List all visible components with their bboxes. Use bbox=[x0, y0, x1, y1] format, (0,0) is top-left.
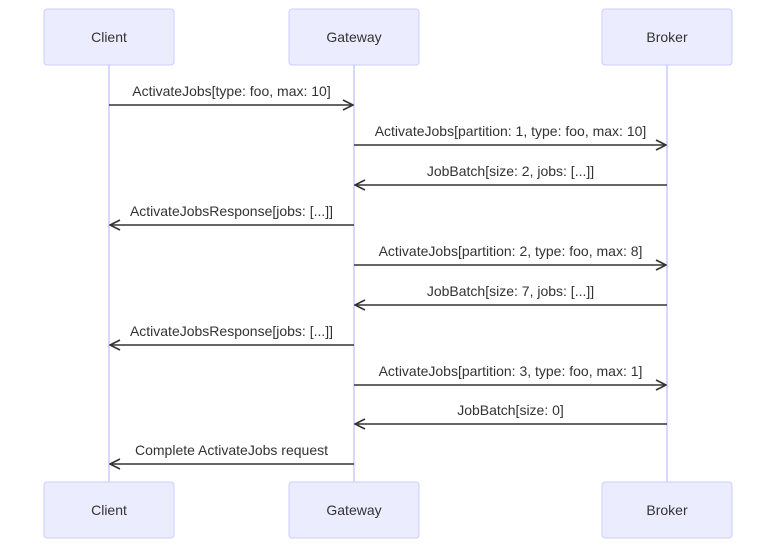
actor-box bbox=[43, 8, 175, 66]
message-7: ActivateJobsResponse[jobs: [...]] bbox=[110, 323, 354, 345]
message-3: JobBatch[size: 2, jobs: [...]] bbox=[355, 163, 667, 185]
actor-label: Broker bbox=[646, 29, 688, 45]
actor-label: Broker bbox=[646, 502, 688, 518]
actor-broker-top: Broker bbox=[601, 8, 733, 66]
message-label: ActivateJobs[partition: 2, type: foo, ma… bbox=[379, 243, 643, 259]
actor-label: Gateway bbox=[326, 29, 381, 45]
actor-label: Client bbox=[91, 29, 127, 45]
actor-label: Gateway bbox=[326, 502, 381, 518]
message-label: Complete ActivateJobs request bbox=[135, 442, 328, 458]
message-label: JobBatch[size: 0] bbox=[457, 402, 564, 418]
message-4: ActivateJobsResponse[jobs: [...]] bbox=[110, 203, 354, 225]
message-label: JobBatch[size: 2, jobs: [...]] bbox=[427, 163, 594, 179]
message-9: JobBatch[size: 0] bbox=[355, 402, 667, 424]
actor-client-bottom: Client bbox=[43, 481, 175, 539]
actor-box bbox=[601, 481, 733, 539]
message-label: ActivateJobs[type: foo, max: 10] bbox=[132, 83, 330, 99]
message-1: ActivateJobs[type: foo, max: 10] bbox=[109, 83, 353, 105]
message-label: ActivateJobs[partition: 3, type: foo, ma… bbox=[379, 363, 643, 379]
message-6: JobBatch[size: 7, jobs: [...]] bbox=[355, 283, 667, 305]
actor-broker-bottom: Broker bbox=[601, 481, 733, 539]
message-8: ActivateJobs[partition: 3, type: foo, ma… bbox=[354, 363, 666, 385]
actor-box bbox=[43, 481, 175, 539]
message-label: ActivateJobsResponse[jobs: [...]] bbox=[130, 203, 333, 219]
message-2: ActivateJobs[partition: 1, type: foo, ma… bbox=[354, 123, 666, 145]
message-label: ActivateJobsResponse[jobs: [...]] bbox=[130, 323, 333, 339]
message-5: ActivateJobs[partition: 2, type: foo, ma… bbox=[354, 243, 666, 265]
actor-gateway-bottom: Gateway bbox=[288, 481, 420, 539]
message-10: Complete ActivateJobs request bbox=[110, 442, 354, 464]
actor-client-top: Client bbox=[43, 8, 175, 66]
actor-box bbox=[288, 8, 420, 66]
actor-box bbox=[288, 481, 420, 539]
actor-gateway-top: Gateway bbox=[288, 8, 420, 66]
message-label: ActivateJobs[partition: 1, type: foo, ma… bbox=[375, 123, 647, 139]
message-label: JobBatch[size: 7, jobs: [...]] bbox=[427, 283, 594, 299]
actor-label: Client bbox=[91, 502, 127, 518]
actor-box bbox=[601, 8, 733, 66]
